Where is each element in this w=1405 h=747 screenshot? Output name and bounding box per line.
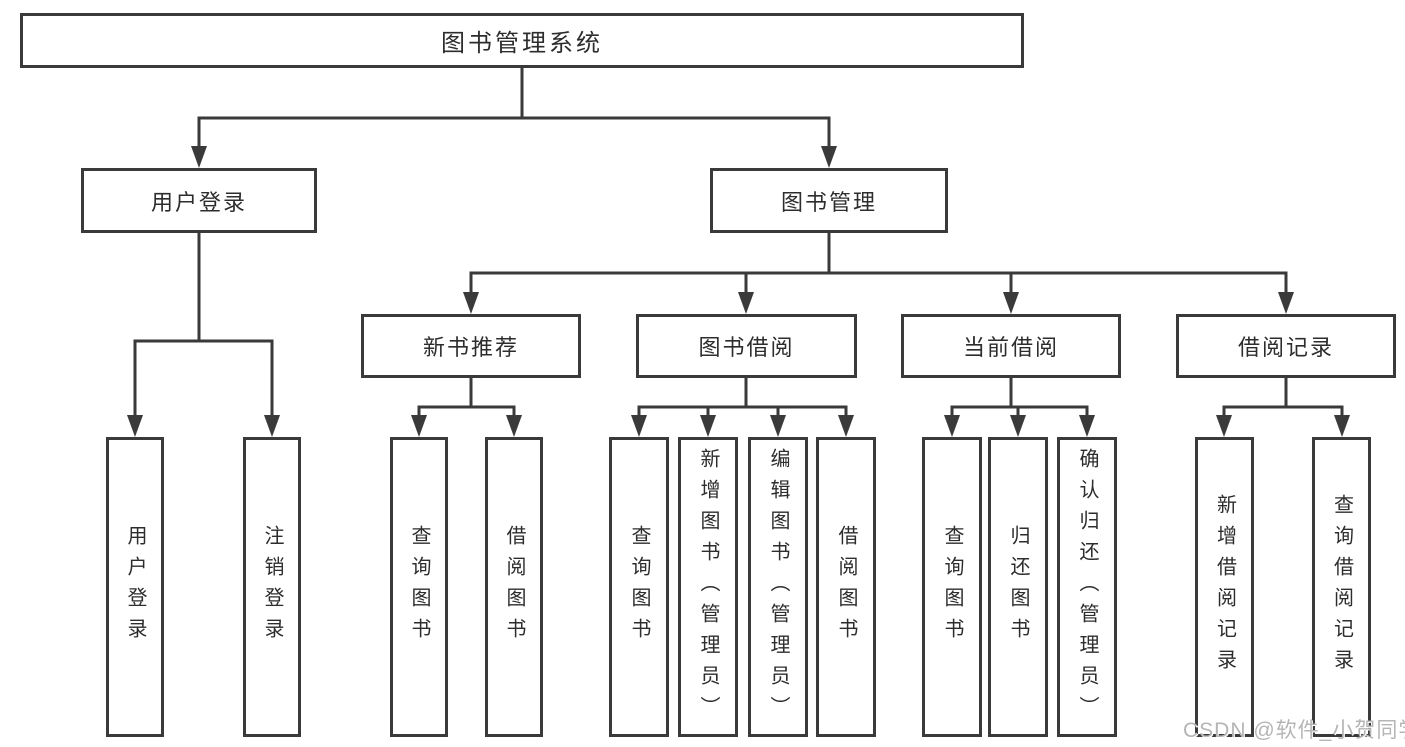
leaf-label: 查询借阅记录 (1330, 494, 1353, 680)
leaf-label: 确认归还（管理员） (1076, 447, 1098, 727)
leaf-label: 新增借阅记录 (1213, 494, 1236, 680)
leaf-query-books-borrowing: 查询图书 (609, 437, 669, 737)
leaf-borrow-books-recommend: 借阅图书 (485, 437, 543, 737)
leaf-label: 用户登录 (124, 525, 146, 649)
leaf-label: 借阅图书 (503, 525, 525, 649)
node-new-book-recommend: 新书推荐 (361, 314, 581, 378)
leaf-query-borrow-record: 查询借阅记录 (1312, 437, 1371, 737)
leaf-label: 注销登录 (261, 525, 283, 649)
leaf-borrow-books: 借阅图书 (816, 437, 876, 737)
node-borrowing-records: 借阅记录 (1176, 314, 1396, 378)
leaf-query-books-recommend: 查询图书 (390, 437, 448, 737)
leaf-add-books-admin: 新增图书（管理员） (678, 437, 738, 737)
leaf-logout: 注销登录 (243, 437, 301, 737)
leaf-edit-books-admin: 编辑图书（管理员） (748, 437, 808, 737)
leaf-label: 查询图书 (408, 525, 430, 649)
node-book-management: 图书管理 (710, 168, 948, 233)
node-user-login-branch: 用户登录 (81, 168, 317, 233)
node-root-system: 图书管理系统 (20, 13, 1024, 68)
leaf-query-books-current: 查询图书 (922, 437, 982, 737)
leaf-label: 查询图书 (628, 525, 650, 649)
leaf-return-books: 归还图书 (988, 437, 1048, 737)
leaf-label: 借阅图书 (835, 525, 857, 649)
leaf-label: 查询图书 (941, 525, 963, 649)
leaf-label: 编辑图书（管理员） (767, 447, 789, 727)
leaf-add-borrow-record: 新增借阅记录 (1195, 437, 1254, 737)
node-current-borrowing: 当前借阅 (901, 314, 1121, 378)
leaf-confirm-return-admin: 确认归还（管理员） (1057, 437, 1117, 737)
leaf-label: 归还图书 (1007, 525, 1029, 649)
leaf-user-login: 用户登录 (106, 437, 164, 737)
leaf-label: 新增图书（管理员） (697, 447, 719, 727)
node-book-borrowing: 图书借阅 (636, 314, 857, 378)
